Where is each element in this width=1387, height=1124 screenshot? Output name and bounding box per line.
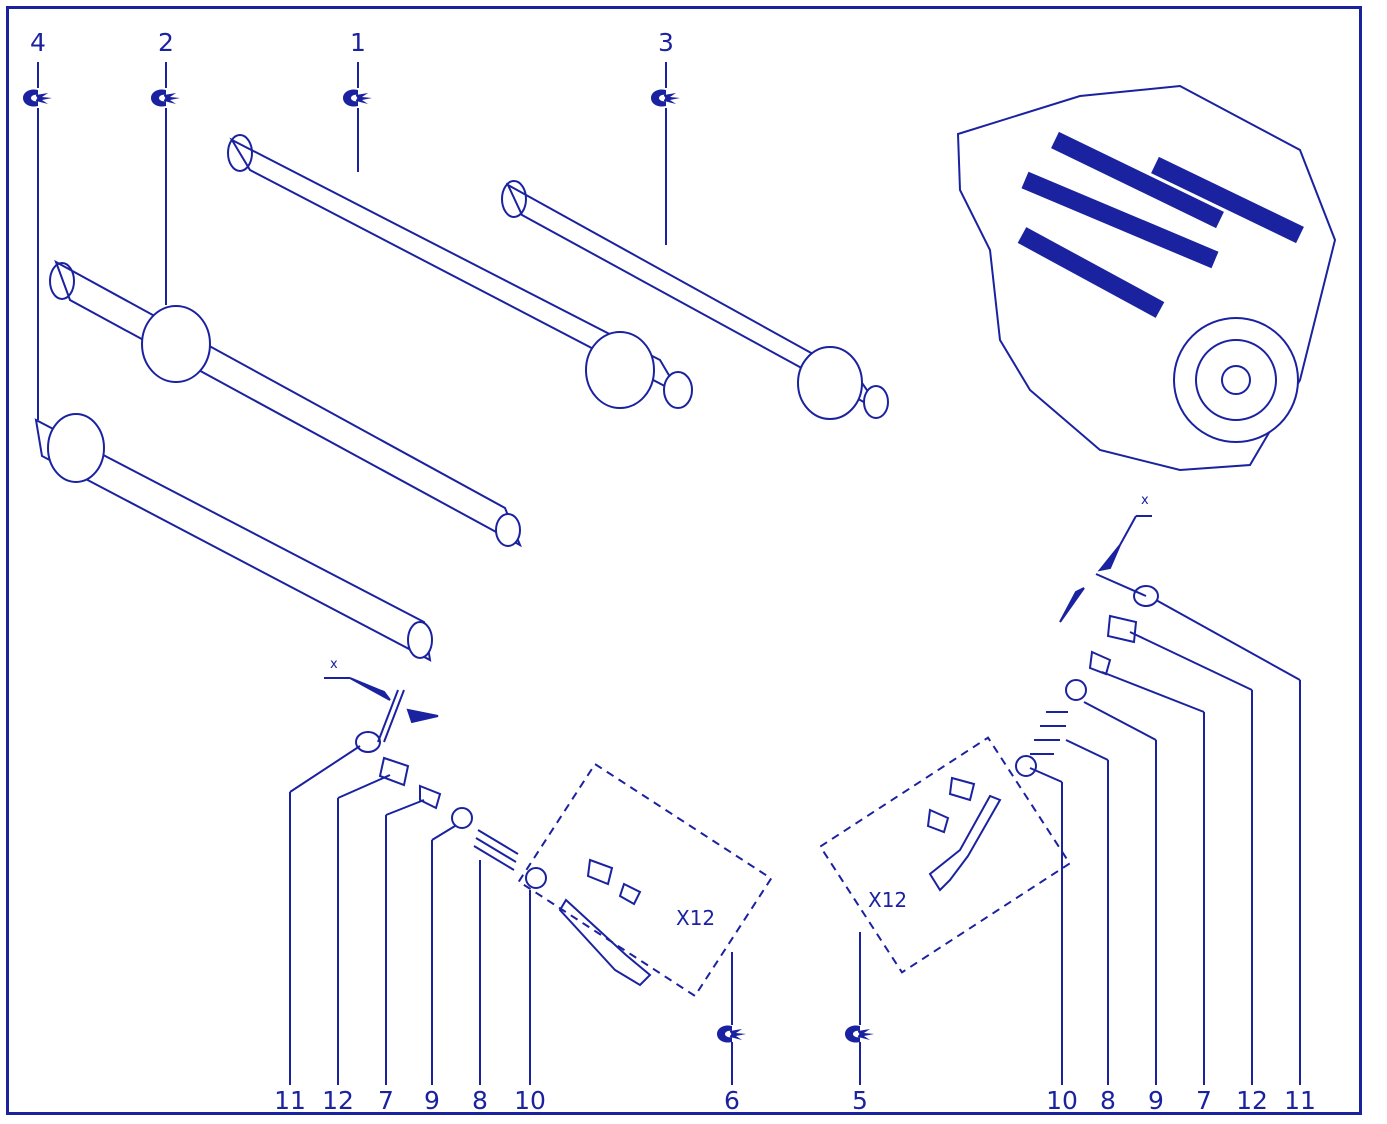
camshaft-1 bbox=[227, 134, 693, 409]
valve-box-left bbox=[517, 762, 773, 998]
tool-clip-icon bbox=[23, 89, 52, 107]
shim-right bbox=[1133, 585, 1159, 607]
callout-8-right: 8 bbox=[1100, 1086, 1116, 1115]
valve-seal-left bbox=[525, 867, 547, 889]
callout-7-left: 7 bbox=[378, 1086, 394, 1115]
callout-9-right: 9 bbox=[1148, 1086, 1164, 1115]
callout-9-left: 9 bbox=[424, 1086, 440, 1115]
tool-clip-icon bbox=[343, 89, 372, 107]
shim-marker-right: x bbox=[1141, 493, 1149, 508]
camshaft-4 bbox=[34, 413, 433, 662]
callout-11-left: 11 bbox=[274, 1086, 306, 1115]
spring-retainer-right bbox=[1065, 679, 1087, 701]
camshaft-3 bbox=[501, 180, 889, 420]
shim-left bbox=[355, 731, 381, 753]
engine-assembly bbox=[956, 84, 1337, 472]
tappet-left bbox=[378, 756, 410, 787]
callout-3: 3 bbox=[658, 28, 674, 57]
callout-4: 4 bbox=[30, 28, 46, 57]
tappet-right bbox=[1106, 614, 1138, 644]
quantity-label-left: X12 bbox=[676, 906, 716, 930]
callout-1: 1 bbox=[350, 28, 366, 57]
callout-2: 2 bbox=[158, 28, 174, 57]
shim-marker-left: x bbox=[330, 657, 338, 672]
camshaft-2 bbox=[49, 259, 522, 548]
tool-clip-icon bbox=[151, 89, 180, 107]
quantity-label-right: X12 bbox=[868, 888, 908, 912]
valve-spring-left bbox=[473, 829, 519, 871]
callout-6: 6 bbox=[724, 1086, 740, 1115]
collet-right bbox=[1088, 650, 1112, 676]
callout-10-right: 10 bbox=[1046, 1086, 1078, 1115]
valve-right bbox=[928, 794, 1002, 892]
callout-12-right: 12 bbox=[1236, 1086, 1268, 1115]
valve-spring-right bbox=[1030, 711, 1068, 755]
tool-clip-icon bbox=[717, 1025, 746, 1043]
valve-left bbox=[558, 898, 652, 987]
valve-seal-right bbox=[1015, 755, 1037, 777]
tool-clip-icon bbox=[651, 89, 680, 107]
spring-retainer-left bbox=[451, 807, 473, 829]
collet-left bbox=[419, 784, 442, 810]
valve-box-right bbox=[818, 736, 1072, 974]
diagram-frame bbox=[6, 6, 1362, 1115]
callout-5: 5 bbox=[852, 1086, 868, 1115]
callout-8-left: 8 bbox=[472, 1086, 488, 1115]
tool-clip-icon bbox=[845, 1025, 874, 1043]
callout-7-right: 7 bbox=[1196, 1086, 1212, 1115]
callout-11-right: 11 bbox=[1284, 1086, 1316, 1115]
callout-10-left: 10 bbox=[514, 1086, 546, 1115]
callout-12-left: 12 bbox=[322, 1086, 354, 1115]
